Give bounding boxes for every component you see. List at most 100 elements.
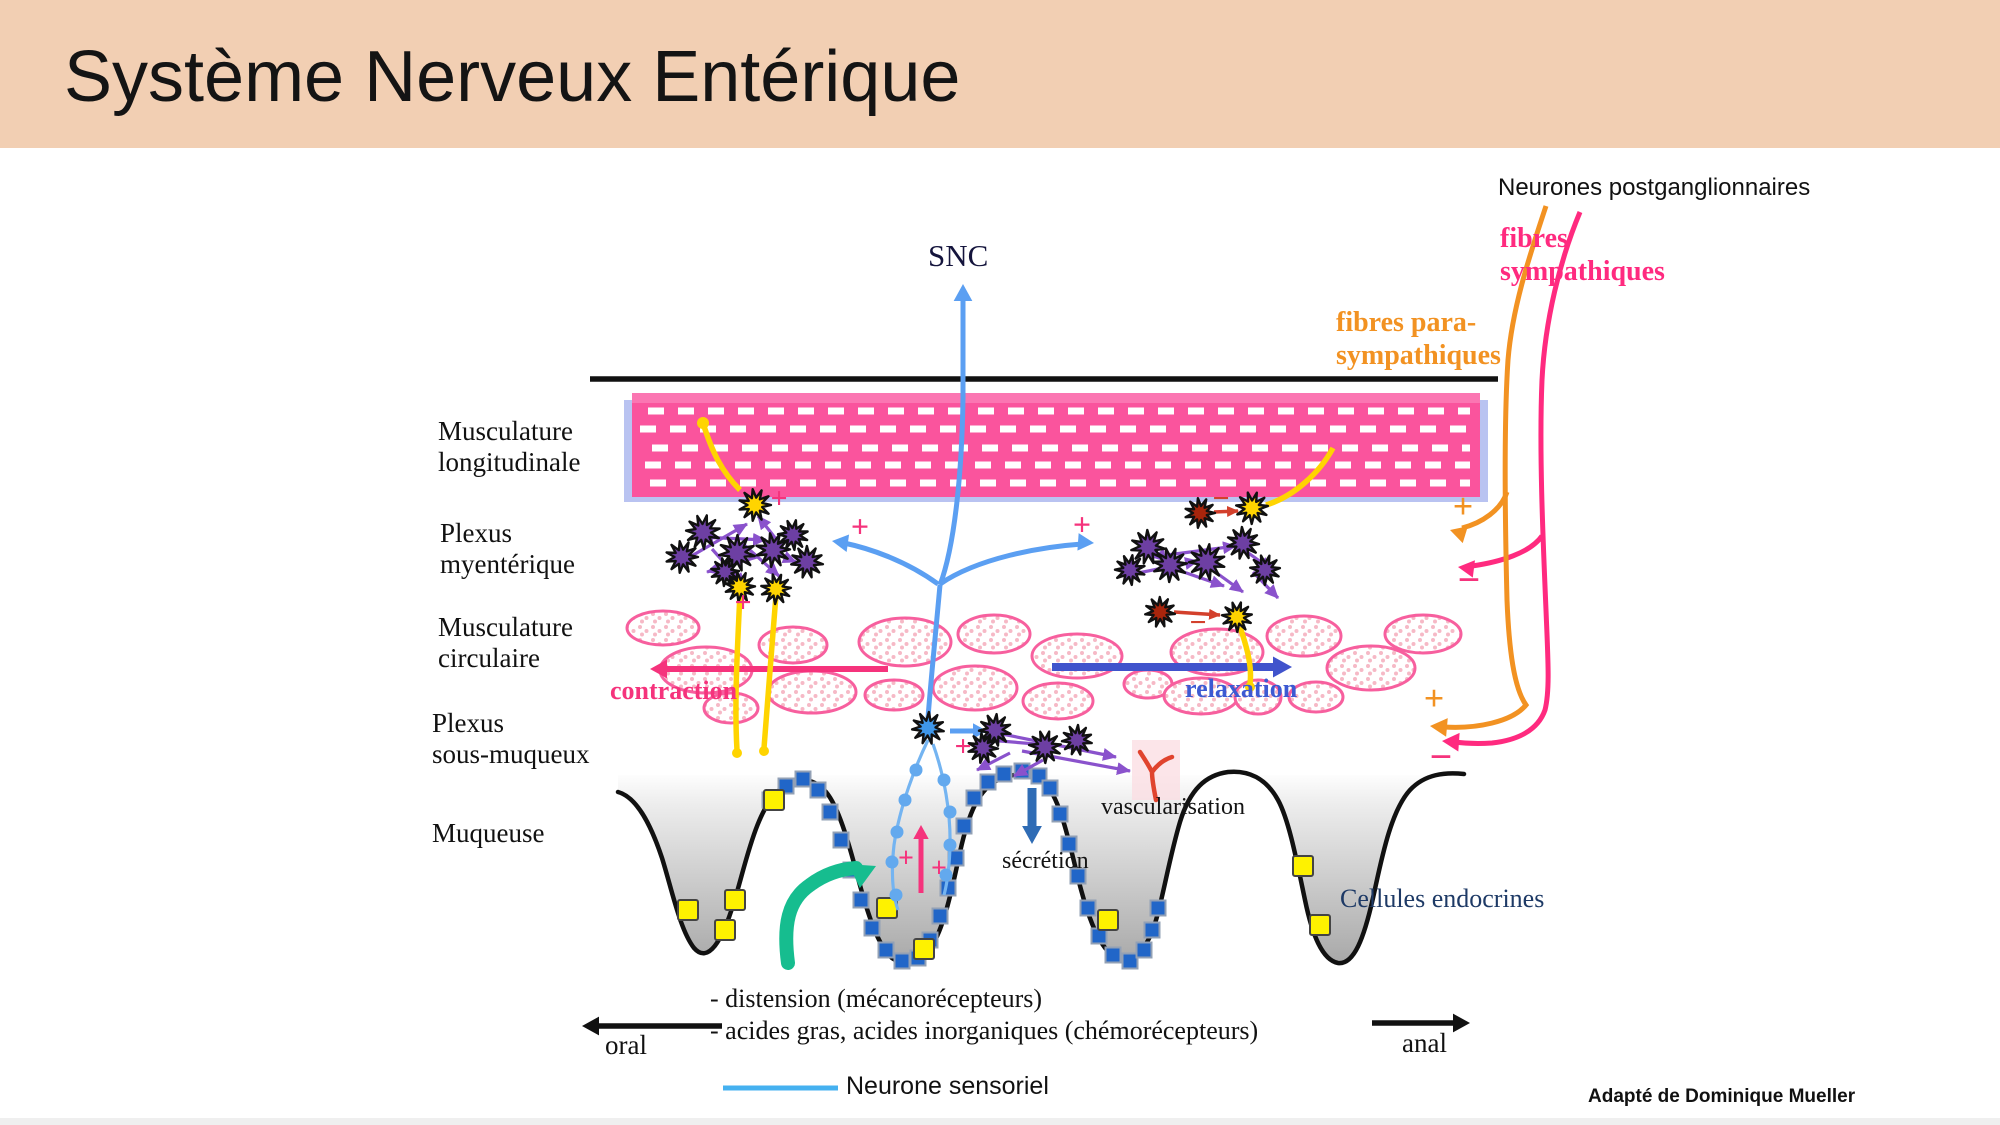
minus-sign: − [1429, 734, 1453, 779]
interneuron-arrow [1013, 758, 1044, 778]
credit-label: Adapté de Dominique Mueller [1588, 1086, 1856, 1107]
circular-muscle-cell [1287, 680, 1345, 714]
epithelial-cell-square [955, 817, 973, 835]
descending-branch [938, 541, 1083, 587]
circular-muscle-cell [702, 691, 760, 725]
neuron-star [755, 532, 792, 569]
plus-sign: + [898, 843, 914, 874]
plus-sign: + [1072, 506, 1092, 542]
endocrine-cell-square [913, 938, 935, 960]
musculature-longitudinale-l1: Musculature [438, 416, 573, 446]
epithelial-cell-square [1041, 779, 1059, 797]
endocrine-cell-square [763, 789, 785, 811]
stimulus-arrowhead [848, 864, 876, 889]
yellow-fibre [1265, 446, 1336, 508]
ascending-branch-arrowhead [832, 534, 850, 552]
epithelial-cell-square [931, 907, 949, 925]
sensory-bouton [885, 855, 899, 869]
musculature-circulaire-l1: Musculature [438, 612, 573, 642]
sensory-bouton [909, 763, 923, 777]
endocrine-cell-square [1097, 909, 1119, 931]
fibres-parasympathiques-label: fibres para- sympathiques [1336, 306, 1501, 372]
epithelial-cell-square [877, 941, 895, 959]
sensory-bouton [943, 838, 957, 852]
sympathetic-branch [1471, 534, 1545, 569]
fibres-sympathiques-label: fibres sympathiques [1500, 222, 1665, 288]
plexus-myenterique-l1: Plexus [440, 518, 513, 548]
interneuron-arrow [687, 522, 748, 560]
fibres-sympathiques-line2: sympathiques [1500, 256, 1665, 287]
sensory-neuron-star [910, 710, 945, 745]
circular-muscle-cell [1383, 613, 1463, 655]
neuron-star [1027, 730, 1062, 765]
neuron-star [1187, 543, 1226, 581]
epithelial-cell-square [832, 831, 850, 849]
plus-sign: + [1423, 678, 1445, 718]
circular-muscle-cell [625, 609, 701, 647]
endocrine-cell-square [724, 889, 746, 911]
parasympathetic-branch-arrowhead [1450, 526, 1468, 544]
secretion-arrowhead [1022, 826, 1042, 844]
musculature-longitudinale-label: Musculature longitudinale [438, 416, 580, 478]
circular-muscle-cell [1265, 614, 1343, 658]
relaxation-arrowhead [1273, 656, 1292, 678]
plexus-sous-muqueux-label: Plexus sous-muqueux [432, 708, 590, 770]
interneuron-arrow [976, 751, 1011, 772]
cellules-endocrines-label: Cellules endocrines [1340, 884, 1545, 913]
plexus-myenterique-l2: myentérique [440, 549, 575, 579]
neuron-star [1226, 525, 1261, 560]
circular-muscle-cell [1325, 644, 1417, 692]
plus-sign: + [1452, 486, 1474, 526]
circular-muscle-cell [857, 616, 953, 668]
inhibitory-neuron-star [1144, 595, 1177, 628]
neurones-postganglionnaires-label: Neurones postganglionnaires [1498, 174, 1811, 201]
endocrine-cell-square [677, 899, 699, 921]
plus-sign: + [954, 730, 972, 763]
sensory-bouton [937, 773, 951, 787]
contraction-label: contraction [610, 676, 738, 705]
endocrine-cell-square [1309, 914, 1331, 936]
sensory-stem [925, 584, 943, 719]
epithelial-cell-square [1149, 899, 1167, 917]
sensory-bouton [939, 868, 953, 882]
excitatory-neuron-star [760, 573, 793, 606]
snc-afferent-fibre [937, 296, 966, 586]
neuron-star [967, 731, 1000, 764]
sympathetic-fibre [1453, 211, 1583, 746]
neuron-star [1060, 723, 1093, 756]
epithelial-cell-square [1104, 946, 1122, 964]
excitatory-neuron-star [738, 488, 773, 522]
neuron-star [1113, 554, 1146, 587]
legend-neurone-sensoriel-label: Neurone sensoriel [846, 1072, 1049, 1100]
descending-branch-arrowhead [1077, 533, 1094, 551]
neuron-star [1130, 528, 1167, 565]
snc-arrowhead [953, 284, 973, 301]
plus-sign: + [931, 853, 947, 884]
epithelial-cell-square [1143, 921, 1161, 939]
neuron-star [790, 544, 825, 579]
sensory-bouton [898, 793, 912, 807]
relaxation-label: relaxation [1185, 674, 1298, 703]
endocrine-cell-square [1292, 855, 1314, 877]
yellow-fibre [700, 422, 742, 492]
plexus-sous-muqueux-l2: sous-muqueux [432, 739, 590, 769]
epithelial-cell-square [1060, 835, 1078, 853]
yellow-fibre-end [1245, 682, 1255, 692]
epithelial-cell-square [863, 919, 881, 937]
sensory-bouton [943, 805, 957, 819]
epithelial-cell-square [794, 770, 812, 788]
anal-label: anal [1402, 1028, 1447, 1058]
epithelial-cell-square [1135, 941, 1153, 959]
epithelial-cell-square [1051, 805, 1069, 823]
oral-label: oral [605, 1030, 647, 1060]
fibres-parasympathiques-line2: sympathiques [1336, 340, 1501, 371]
inhibitory-neuron-star [1184, 497, 1217, 529]
minus-sign: − [1212, 482, 1230, 515]
neuron-star [1249, 554, 1282, 587]
musculature-longitudinale-l2: longitudinale [438, 447, 581, 477]
musculature-circulaire-l2: circulaire [438, 643, 540, 673]
plus-sign: + [770, 482, 788, 515]
neuron-star [1152, 547, 1189, 584]
neuron-star [776, 519, 809, 552]
